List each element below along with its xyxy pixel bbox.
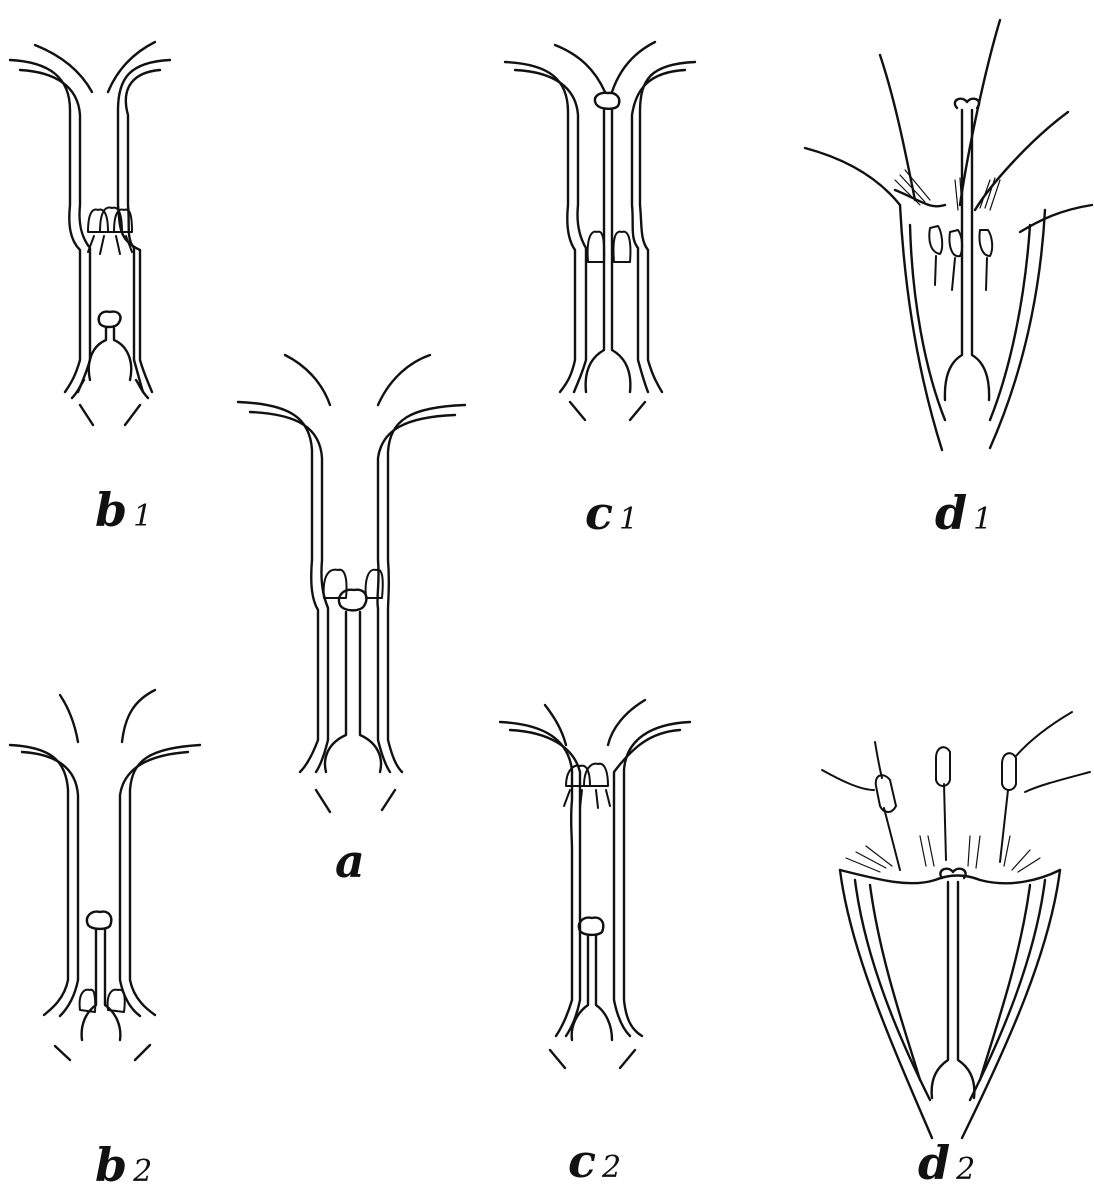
flower-c2	[500, 700, 690, 1068]
flower-d1	[805, 20, 1092, 450]
figure-label-c1: c1	[585, 490, 638, 536]
flower-b2	[10, 690, 200, 1060]
flower-d2	[822, 712, 1090, 1138]
figure-label-d2: d2	[918, 1140, 975, 1186]
flower-c1	[505, 42, 695, 420]
figure-label-b1: b1	[95, 487, 152, 533]
flower-a	[238, 355, 465, 812]
figure-label-d1: d1	[935, 490, 992, 536]
figure-label-c2: c2	[568, 1138, 621, 1184]
figure-label-b2: b2	[95, 1142, 152, 1188]
flower-b1	[10, 42, 170, 425]
figure-label-a: a	[335, 838, 371, 884]
